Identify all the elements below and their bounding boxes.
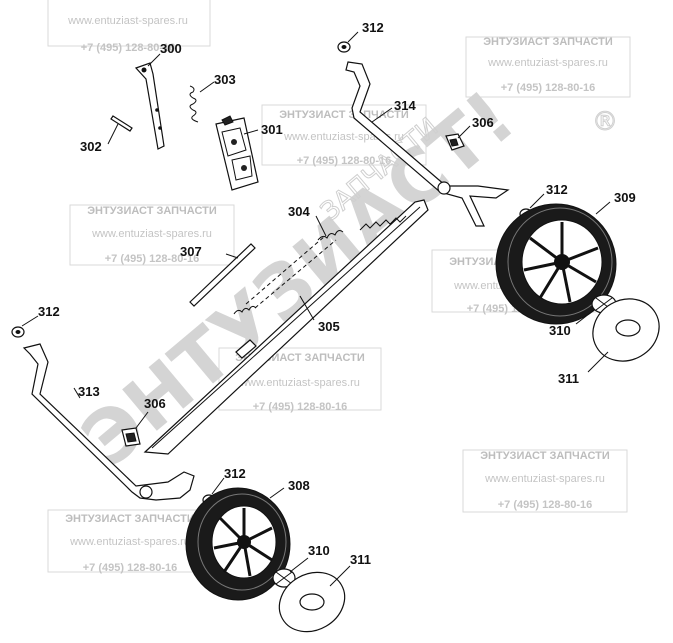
part-300-strap (134, 62, 165, 150)
watermark-url: www.entuziast-spares.ru (69, 536, 190, 548)
callout-303: 303 (214, 72, 236, 87)
watermark-box-7: ЭНТУЗИАСТ ЗАПЧАСТИ www.entuziast-spares.… (462, 449, 628, 513)
watermark-box-4: ЭНТУЗИАСТ ЗАПЧАСТИ www.entuziast-spares.… (69, 204, 235, 266)
watermark-box-8: ЭНТУЗИАСТ ЗАПЧАСТИ www.entuziast-spares.… (47, 509, 213, 574)
callout-312-top: 312 (362, 20, 384, 35)
part-311-cap-bottom (278, 571, 346, 633)
watermark-title: ЭНТУЗИАСТ ЗАПЧАСТИ (480, 450, 610, 462)
callout-305: 305 (318, 319, 340, 334)
watermark-title: ЭНТУЗИАСТ ЗАПЧАСТИ (87, 205, 217, 217)
watermark-phone: +7 (495) 128-80-16 (81, 42, 175, 54)
registered-mark: ® (592, 107, 618, 137)
callout-302: 302 (80, 139, 102, 154)
callout-312-right: 312 (546, 182, 568, 197)
watermark-phone: +7 (495) 128-80-16 (501, 82, 595, 94)
callout-310-bottom: 310 (308, 543, 330, 558)
callout-306-left: 306 (144, 396, 166, 411)
part-302-pin (110, 115, 133, 132)
watermark-url: www.entuziast-spares.ru (91, 228, 212, 240)
part-311-cap-right (592, 298, 660, 362)
watermark-title: ЭНТУЗИАСТ ЗАПЧАСТИ (483, 36, 613, 48)
part-304-spring (233, 230, 344, 315)
part-309-wheel (495, 203, 617, 325)
part-312-washer-left (11, 326, 25, 338)
part-312-washer-top (337, 41, 351, 53)
part-313-axle (22, 343, 195, 501)
watermark-url: www.entuziast-spares.ru (484, 473, 605, 485)
callout-310-right: 310 (549, 323, 571, 338)
leader-lines (21, 31, 611, 587)
part-301-plate (215, 115, 259, 191)
watermark-box-1: www.entuziast-spares.ru +7 (495) 128-80-… (47, 0, 211, 54)
watermark-phone: +7 (495) 128-80-16 (105, 253, 199, 265)
callout-312-bottom: 312 (224, 466, 246, 481)
watermark-box-3: ЭНТУЗИАСТ ЗАПЧАСТИ www.entuziast-spares.… (261, 104, 427, 167)
callout-306-right: 306 (472, 115, 494, 130)
watermark-url: www.entuziast-spares.ru (487, 57, 608, 69)
part-308-wheel (185, 487, 291, 601)
callout-309: 309 (614, 190, 636, 205)
callout-313: 313 (78, 384, 100, 399)
watermark-phone: +7 (495) 128-80-16 (83, 562, 177, 574)
watermark-title: ЭНТУЗИАСТ ЗАПЧАСТИ (279, 109, 409, 121)
callout-308: 308 (288, 478, 310, 493)
watermark-url: www.entuziast-spares.ru (239, 377, 360, 389)
watermark-phone: +7 (495) 128-80-16 (297, 155, 391, 167)
part-306-clip-right (445, 133, 465, 151)
watermark-phone: +7 (495) 128-80-16 (498, 499, 592, 511)
callout-301: 301 (261, 122, 283, 137)
callout-311-bottom: 311 (350, 552, 371, 567)
callout-304: 304 (288, 204, 310, 219)
callout-312-left: 312 (38, 304, 60, 319)
callout-311-right: 311 (558, 371, 579, 386)
part-305-bar (143, 199, 429, 455)
part-307-rod (189, 243, 256, 307)
callout-300: 300 (160, 41, 182, 56)
part-310-hub-bottom (272, 568, 296, 588)
watermark-phone: +7 (495) 128-80-16 (253, 401, 347, 413)
callout-314: 314 (394, 98, 416, 113)
watermark-title: ЭНТУЗИАСТ ЗАПЧАСТИ (65, 513, 195, 525)
part-306-clip-left (121, 427, 141, 447)
callout-307: 307 (180, 244, 202, 259)
watermark-url: www.entuziast-spares.ru (67, 15, 188, 27)
watermark-box-2: ЭНТУЗИАСТ ЗАПЧАСТИ www.entuziast-spares.… (465, 36, 631, 98)
part-303-spring (189, 85, 199, 123)
part-314-axle (345, 61, 510, 227)
